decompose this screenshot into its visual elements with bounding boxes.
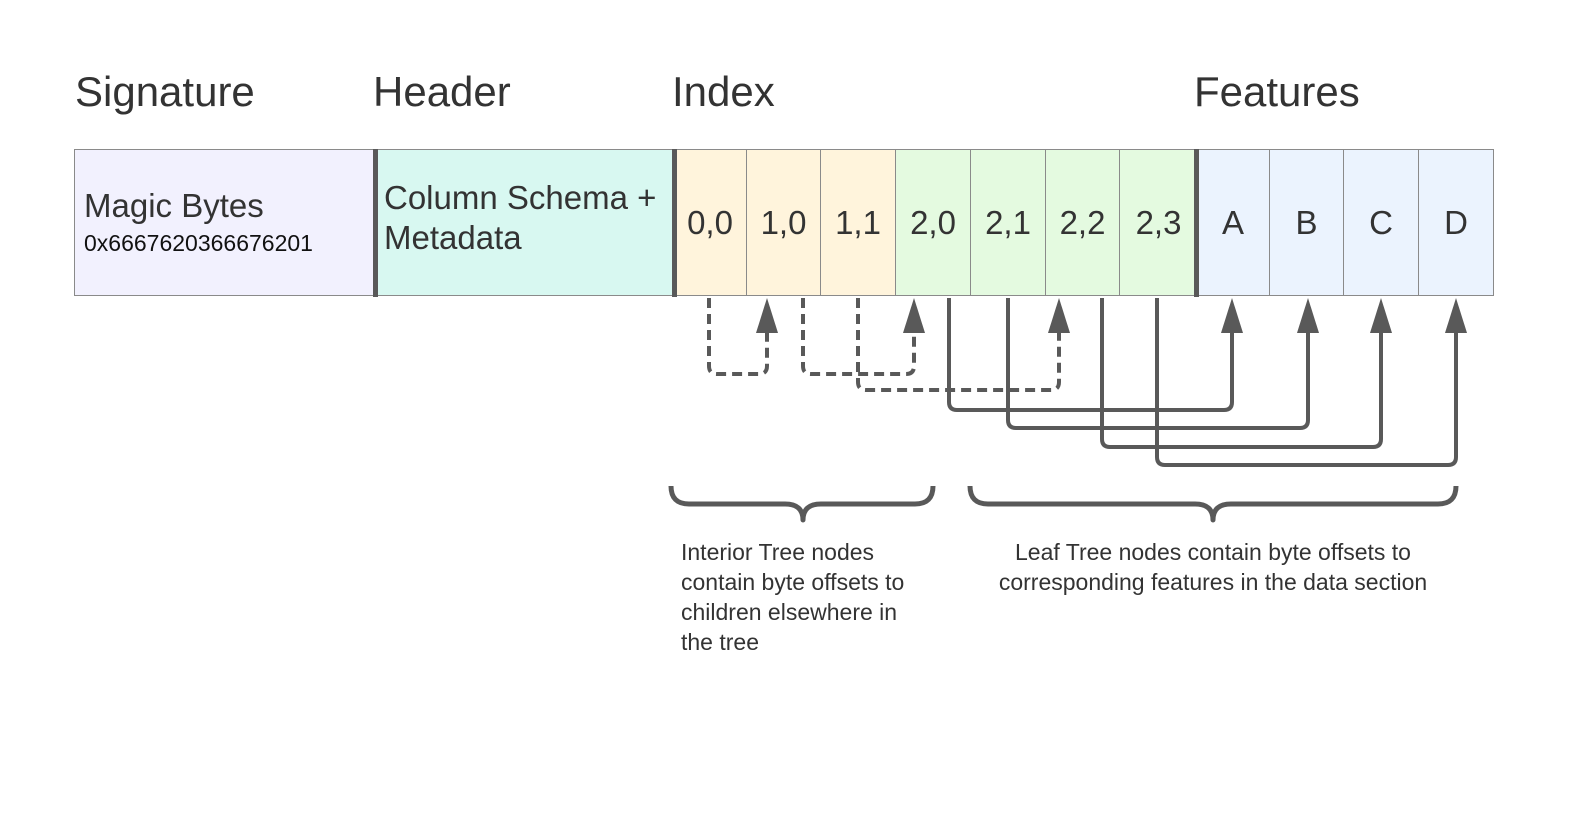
pointer-2-0-to-a — [947, 298, 1234, 412]
features-section-title: Features — [1194, 68, 1360, 115]
arrowhead-2-0 — [903, 298, 925, 333]
interior-nodes-caption: Interior Tree nodes contain byte offsets… — [681, 539, 905, 655]
index-node-2-0: 2,0 — [895, 149, 971, 296]
feature-cell-d: D — [1418, 149, 1494, 296]
magic-bytes-label: Magic Bytes — [84, 186, 264, 224]
arrowhead-c — [1370, 298, 1392, 333]
arrowhead-a — [1221, 298, 1243, 333]
pointer-0-0-to-1-0 — [707, 298, 769, 376]
header-cell: Column Schema + Metadata — [375, 149, 675, 296]
pointer-2-3-to-d — [1155, 298, 1458, 467]
signature-cell: Magic Bytes 0x6667620366676201 — [74, 149, 376, 296]
index-section-title: Index — [672, 68, 775, 115]
pointer-1-1-to-2-2 — [856, 298, 1061, 392]
index-node-1-1: 1,1 — [820, 149, 896, 296]
pointer-2-2-to-c — [1100, 298, 1383, 449]
arrowhead-1-0 — [756, 298, 778, 333]
feature-cell-c: C — [1343, 149, 1419, 296]
index-node-2-3: 2,3 — [1119, 149, 1198, 296]
arrowhead-b — [1297, 298, 1319, 333]
pointer-1-0-to-2-0 — [801, 298, 916, 376]
signature-header-divider — [373, 149, 378, 297]
column-schema-label: Column Schema + Metadata — [384, 178, 657, 256]
header-index-divider — [672, 149, 677, 297]
leaf-nodes-caption: Leaf Tree nodes contain byte offsets to … — [998, 539, 1428, 595]
leaf-brace — [967, 485, 1459, 523]
header-section-title: Header — [373, 68, 511, 115]
index-node-2-2: 2,2 — [1045, 149, 1120, 296]
index-features-divider — [1194, 149, 1199, 297]
interior-brace — [668, 485, 936, 523]
index-node-1-0: 1,0 — [746, 149, 821, 296]
arrowhead-2-2 — [1048, 298, 1070, 333]
feature-cell-a: A — [1196, 149, 1270, 296]
magic-bytes-value: 0x6667620366676201 — [84, 229, 313, 256]
arrowhead-d — [1445, 298, 1467, 333]
signature-section-title: Signature — [75, 68, 255, 115]
feature-cell-b: B — [1269, 149, 1344, 296]
